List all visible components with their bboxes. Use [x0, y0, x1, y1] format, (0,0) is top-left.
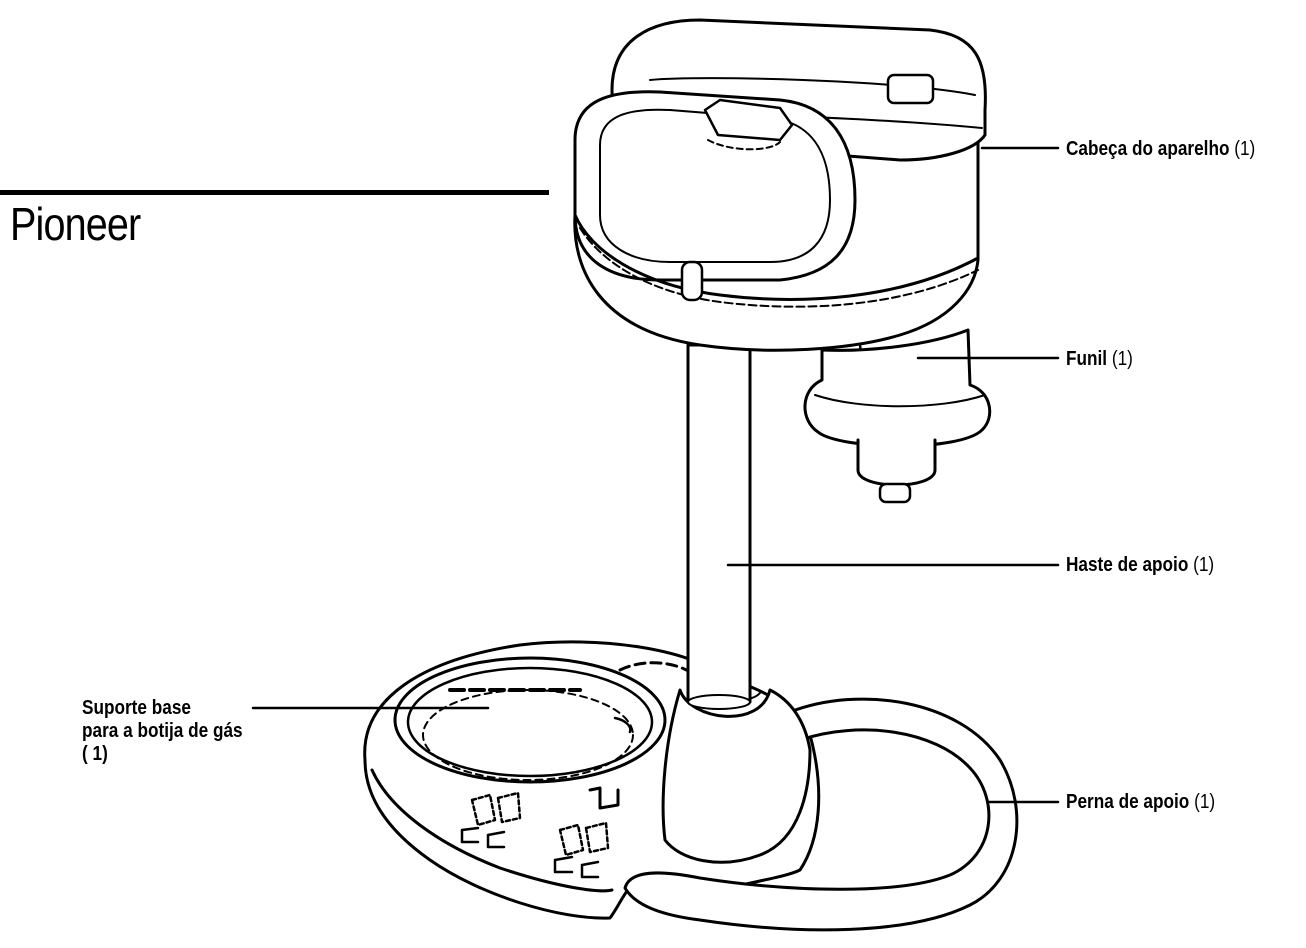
label-funnel-name: Funil [1066, 348, 1108, 370]
label-base-support: Suporte base para a botija de gás ( 1) [82, 697, 243, 766]
label-leg: Perna de apoio (1) [1066, 790, 1215, 814]
label-base-line-1: Suporte base [82, 697, 191, 719]
page-title: Pioneer [10, 198, 141, 250]
label-leg-count: (1) [1194, 791, 1216, 813]
support-pole [686, 343, 752, 710]
label-base-line-2: para a botija de gás [82, 720, 243, 742]
base-markings [460, 786, 620, 879]
funnel [803, 328, 992, 504]
label-pole-count: (1) [1193, 554, 1215, 576]
label-funnel-count: (1) [1111, 348, 1133, 370]
label-pole-name: Haste de apoio [1066, 554, 1189, 576]
label-head: Cabeça do aparelho (1) [1066, 137, 1255, 161]
label-head-name: Cabeça do aparelho [1066, 138, 1230, 160]
label-base-line-3: ( 1) [82, 743, 108, 765]
label-leg-name: Perna de apoio [1066, 791, 1190, 813]
appliance-head [573, 18, 987, 362]
leader-lines [251, 146, 1060, 804]
label-head-count: (1) [1234, 138, 1256, 160]
label-funnel: Funil (1) [1066, 347, 1133, 371]
title-rule [0, 190, 549, 195]
gas-bottle-recess [393, 656, 692, 784]
label-pole: Haste de apoio (1) [1066, 553, 1214, 577]
support-leg [623, 697, 1019, 932]
